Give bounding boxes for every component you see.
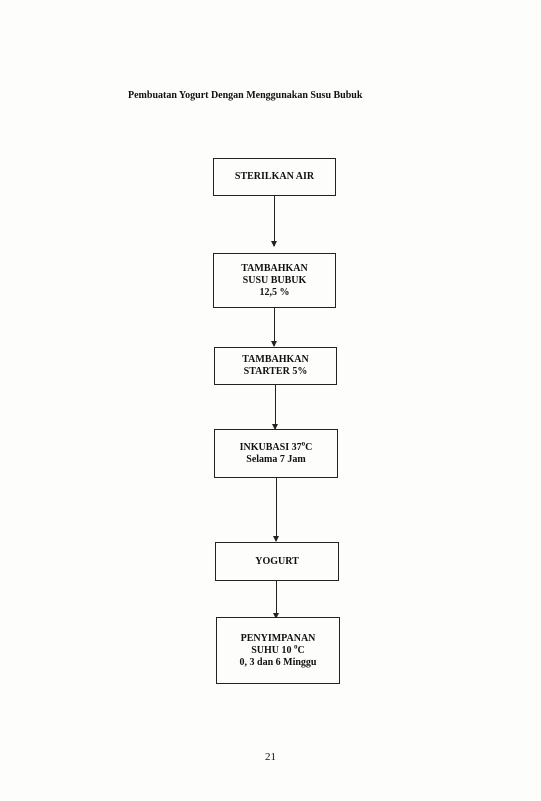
- page-title: Pembuatan Yogurt Dengan Menggunakan Susu…: [128, 90, 363, 101]
- step-6-text-a: SUHU 10: [251, 644, 295, 656]
- step-1-line-1: STERILKAN AIR: [234, 171, 315, 182]
- step-5-line-1: YOGURT: [255, 555, 299, 567]
- step-6-degree: o: [294, 642, 298, 651]
- step-penyimpanan: PENYIMPANAN SUHU 10 oC 0, 3 dan 6 Minggu: [216, 617, 340, 684]
- step-4-line-1: INKUBASI 37oC: [239, 439, 313, 454]
- page-number: 21: [265, 751, 276, 763]
- step-2-line-1: TAMBAHKAN: [241, 262, 308, 274]
- step-4-text-a: INKUBASI 37: [239, 441, 302, 453]
- step-4-text-b: C: [305, 441, 313, 453]
- step-yogurt: YOGURT: [215, 542, 339, 581]
- step-2-line-3: 12,5 %: [259, 286, 290, 298]
- step-6-line-3: 0, 3 dan 6 Minggu: [239, 656, 317, 668]
- step-3-line-1: TAMBAHKAN: [242, 354, 309, 365]
- step-tambahkan-susu-bubuk: TAMBAHKAN SUSU BUBUK 12,5 %: [213, 253, 336, 308]
- arrow-5: [273, 581, 279, 619]
- step-inkubasi: INKUBASI 37oC Selama 7 Jam: [214, 429, 338, 478]
- step-2-line-2: SUSU BUBUK: [242, 274, 307, 286]
- arrow-2: [271, 308, 277, 347]
- step-4-degree: o: [301, 439, 306, 448]
- arrow-4: [273, 478, 279, 542]
- step-4-line-2: Selama 7 Jam: [246, 453, 306, 465]
- step-sterilkan-air: STERILKAN AIR: [213, 158, 336, 196]
- step-6-text-b: C: [297, 644, 305, 656]
- step-3-line-2: STARTER 5%: [243, 366, 308, 377]
- step-6-line-2: SUHU 10 oC: [251, 642, 305, 657]
- arrow-1: [271, 196, 277, 247]
- step-tambahkan-starter: TAMBAHKAN STARTER 5%: [214, 347, 337, 385]
- arrow-3: [272, 385, 278, 430]
- step-6-line-1: PENYIMPANAN: [240, 632, 316, 644]
